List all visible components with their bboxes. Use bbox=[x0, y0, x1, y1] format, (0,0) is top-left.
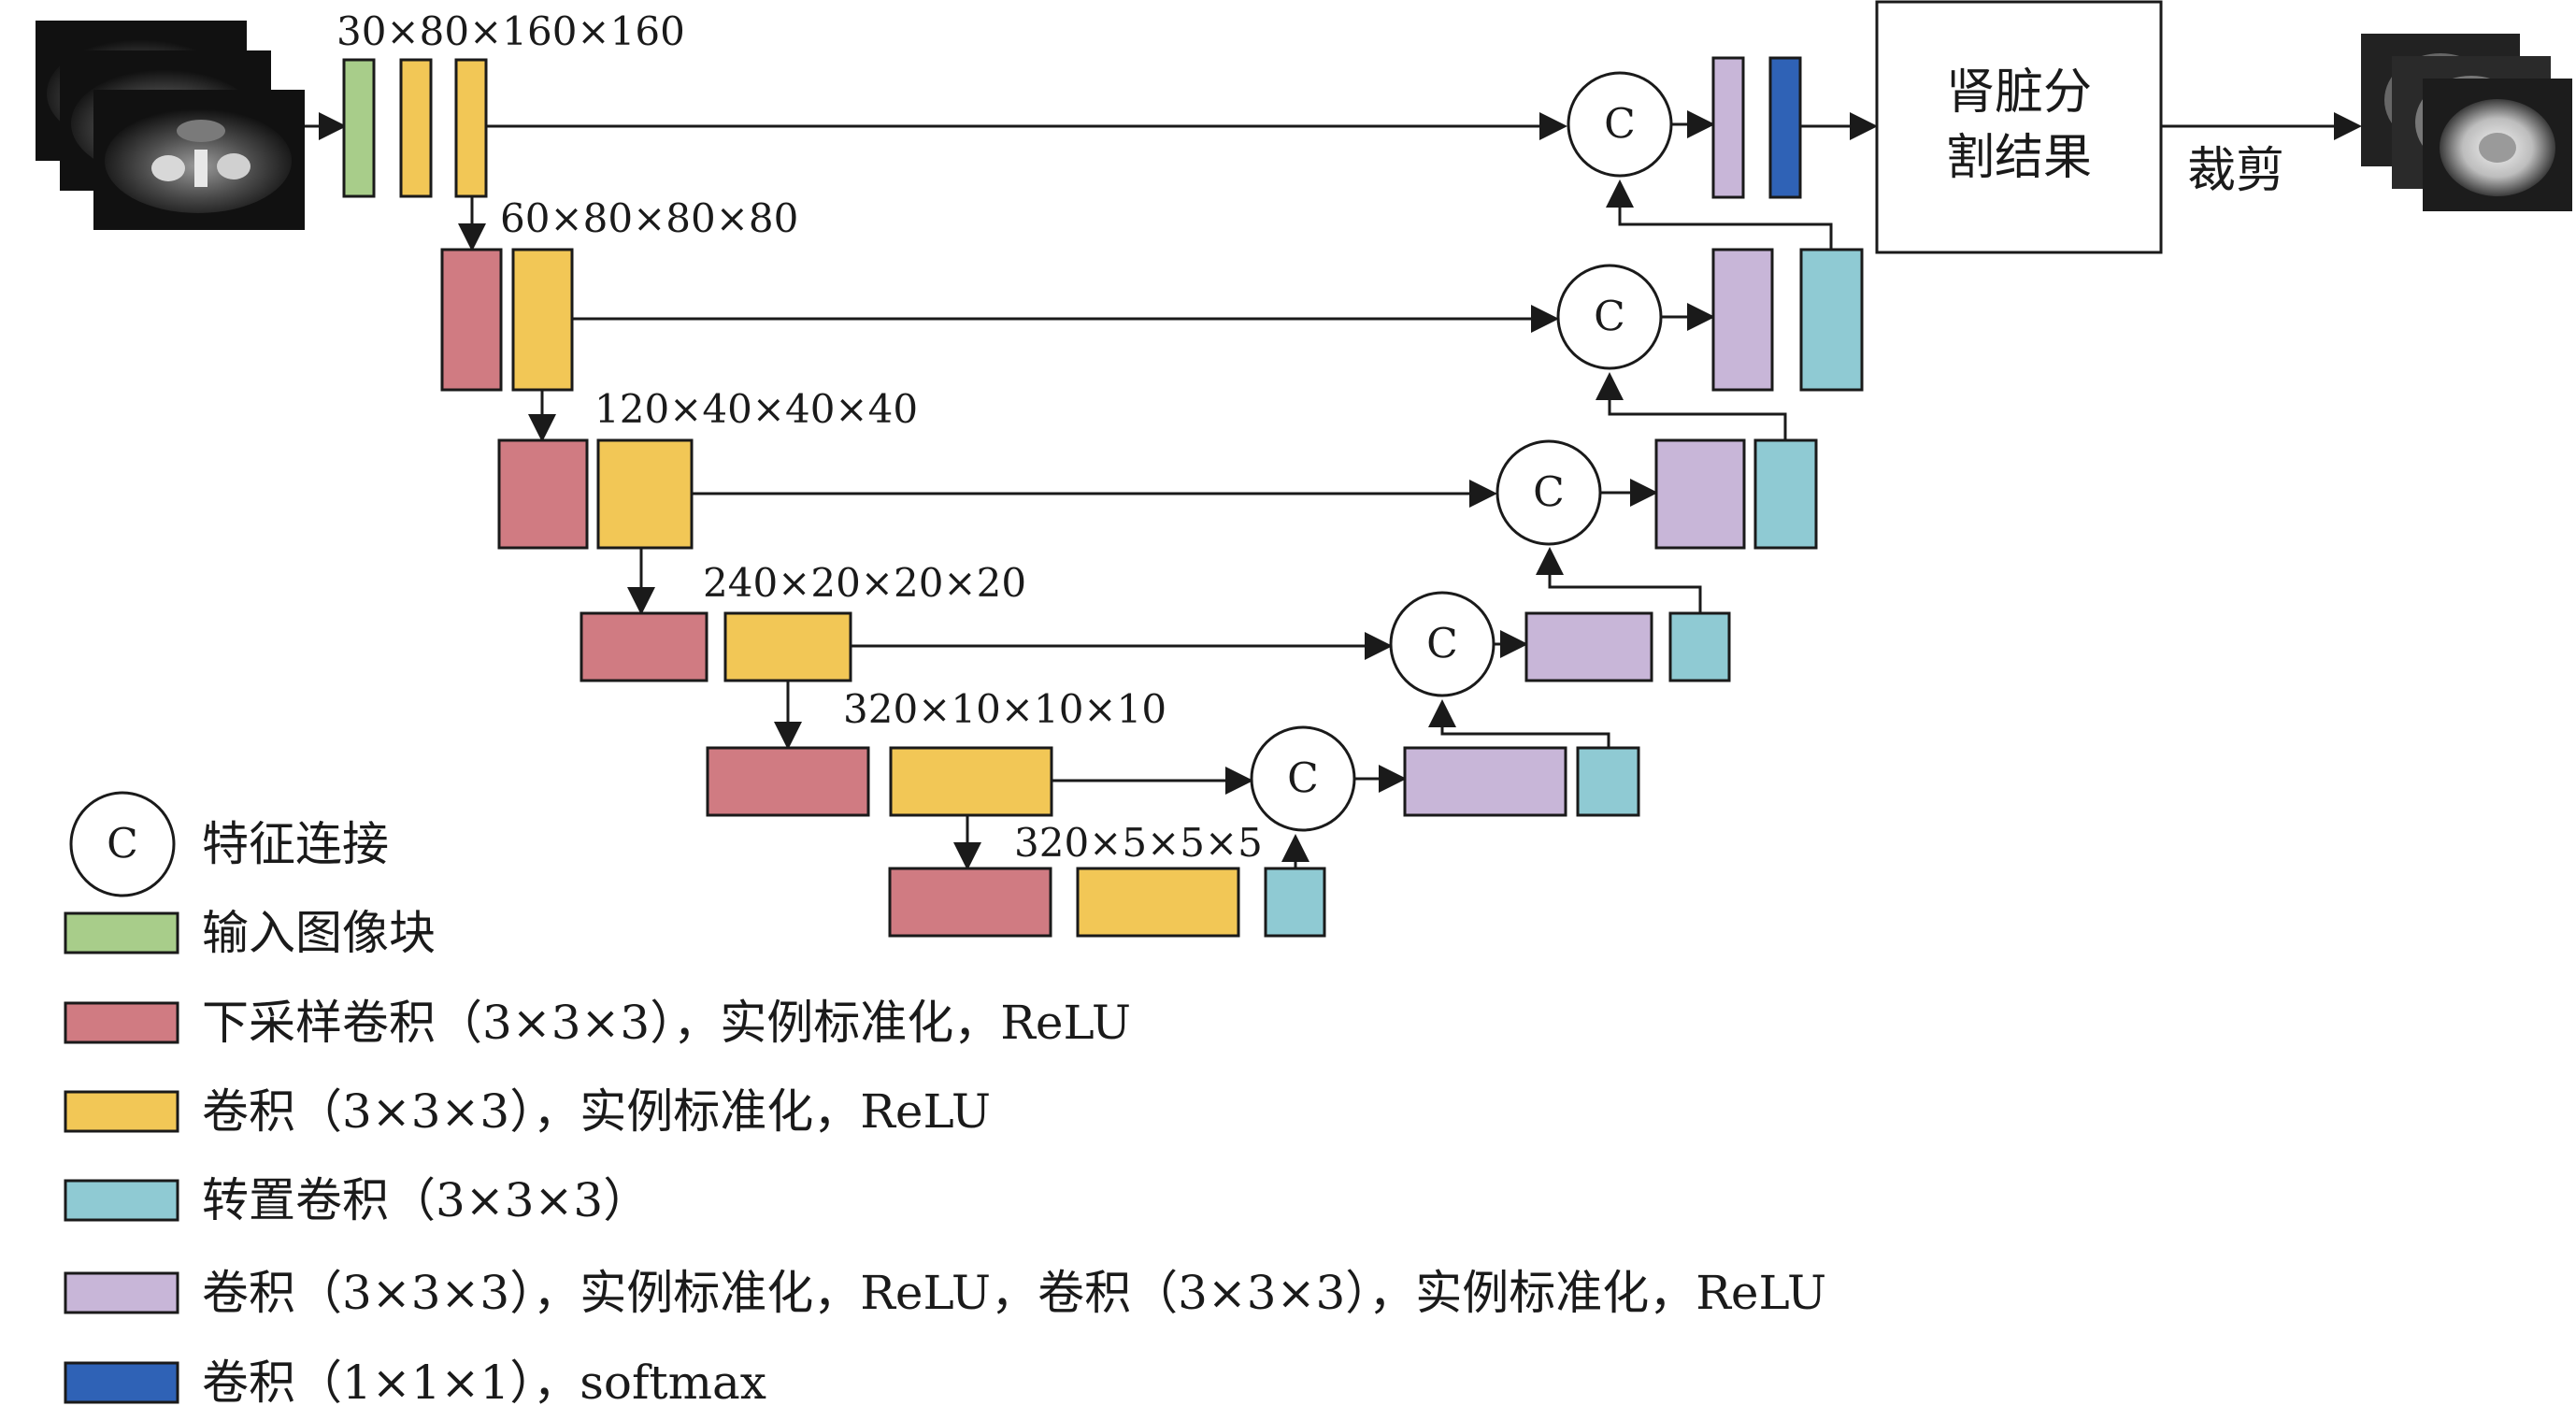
transpose-block-l2 bbox=[1799, 248, 1864, 392]
dim-label-l1: 30×80×160×160 bbox=[336, 8, 685, 54]
concat-node-l5 bbox=[1250, 725, 1356, 832]
concat-symbol-l5: C bbox=[1287, 755, 1319, 803]
downsample-block-l3 bbox=[497, 438, 589, 550]
conv-block-l5 bbox=[889, 746, 1053, 817]
transpose-block-l4 bbox=[1668, 611, 1731, 682]
conv-block-l1b bbox=[454, 58, 488, 198]
double-conv-block-l4 bbox=[1524, 611, 1653, 682]
legend-concat-icon bbox=[69, 791, 176, 897]
concat-node-l3 bbox=[1496, 439, 1602, 546]
concat-node-l2 bbox=[1556, 264, 1663, 370]
double-conv-block-l3 bbox=[1654, 438, 1746, 550]
conv-block-l2 bbox=[511, 248, 574, 392]
double-conv-block-l2 bbox=[1711, 248, 1774, 392]
legend-label-output-conv: 卷积（1×1×1），softmax bbox=[202, 1356, 766, 1406]
output-kidney-image-stack bbox=[2361, 34, 2572, 211]
downsample-block-l2 bbox=[440, 248, 503, 392]
legend-label-downsample: 下采样卷积（3×3×3），实例标准化，ReLU bbox=[202, 996, 1131, 1050]
conv-block-l3 bbox=[596, 438, 694, 550]
segmentation-result-box bbox=[1875, 0, 2163, 254]
double-conv-block-l5 bbox=[1403, 746, 1567, 817]
input-ct-image-stack bbox=[36, 21, 305, 230]
legend-swatch-conv bbox=[64, 1090, 179, 1133]
conv-block-l6 bbox=[1076, 867, 1240, 938]
legend-label-conv: 卷积（3×3×3），实例标准化，ReLU bbox=[202, 1084, 991, 1139]
concat-node-l4 bbox=[1389, 591, 1496, 697]
dim-label-l2: 60×80×80×80 bbox=[500, 195, 798, 241]
dim-label-l3: 120×40×40×40 bbox=[594, 386, 918, 432]
legend-label-concat: 特征连接 bbox=[202, 817, 389, 871]
legend-label-transpose: 转置卷积（3×3×3） bbox=[202, 1173, 650, 1227]
legend-swatch-transpose bbox=[64, 1179, 179, 1222]
segmentation-result-label-line1: 肾脏分 bbox=[1946, 65, 2092, 121]
legend-swatch-double-conv bbox=[64, 1271, 179, 1314]
concat-symbol-l4: C bbox=[1426, 621, 1458, 668]
concat-symbol-l2: C bbox=[1594, 294, 1625, 341]
concat-symbol-l3: C bbox=[1533, 469, 1565, 517]
legend-swatch-downsample bbox=[64, 1001, 179, 1044]
dim-label-l5: 320×10×10×10 bbox=[843, 686, 1166, 732]
transpose-block-l6 bbox=[1264, 867, 1326, 938]
dim-label-l4: 240×20×20×20 bbox=[703, 560, 1026, 606]
input-block bbox=[342, 58, 376, 198]
segmentation-result-label-line2: 割结果 bbox=[1946, 130, 2092, 186]
downsample-block-l4 bbox=[580, 611, 708, 682]
concat-node-l1 bbox=[1567, 71, 1673, 178]
dim-label-l6: 320×5×5×5 bbox=[1014, 820, 1263, 866]
transpose-block-l3 bbox=[1753, 438, 1818, 550]
legend-swatch-input bbox=[64, 911, 179, 954]
downsample-block-l6 bbox=[888, 867, 1052, 938]
double-conv-block-l1 bbox=[1711, 56, 1745, 199]
conv-block-l1a bbox=[399, 58, 433, 198]
conv-block-l4 bbox=[723, 611, 852, 682]
legend-concat-symbol: C bbox=[107, 821, 138, 868]
legend-swatch-output-conv bbox=[64, 1361, 179, 1404]
concat-symbol-l1: C bbox=[1604, 101, 1636, 149]
legend: C 特征连接 输入图像块 下采样卷积（3×3×3），实例标准化，ReLU 卷积（… bbox=[64, 791, 1826, 1406]
downsample-block-l5 bbox=[706, 746, 870, 817]
crop-label: 裁剪 bbox=[2187, 143, 2284, 199]
legend-label-double-conv: 卷积（3×3×3），实例标准化，ReLU，卷积（3×3×3），实例标准化，ReL… bbox=[202, 1266, 1826, 1320]
transpose-block-l5 bbox=[1576, 746, 1640, 817]
output-conv-block bbox=[1768, 56, 1802, 199]
legend-label-input: 输入图像块 bbox=[202, 906, 436, 960]
